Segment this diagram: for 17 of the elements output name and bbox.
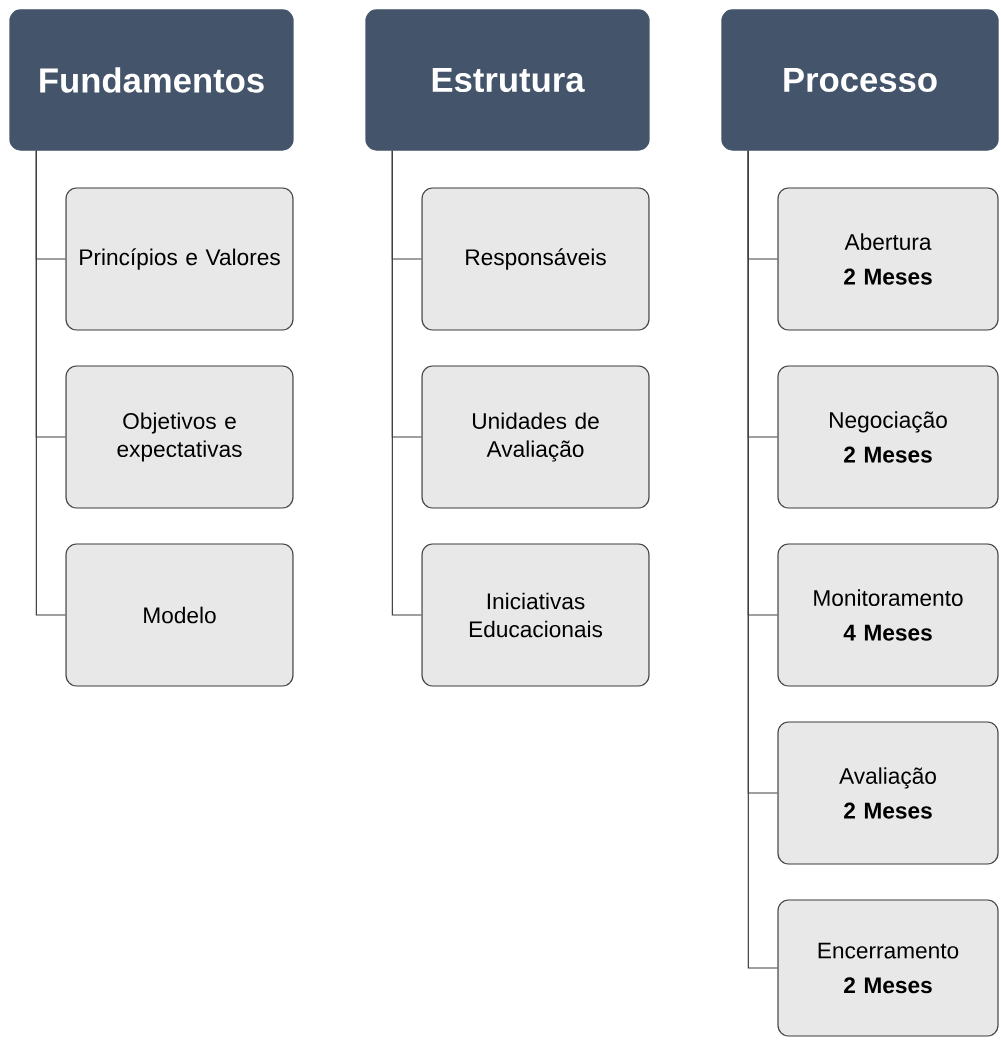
item-box: Responsáveis [421, 187, 650, 331]
item-box: Monitoramento 4 Meses [777, 543, 999, 687]
item-box: Princípios e Valores [65, 187, 294, 331]
item-box: Modelo [65, 543, 294, 687]
item-box: Iniciativas Educacionais [421, 543, 650, 687]
item-box: Objetivos e expectativas [65, 365, 294, 509]
connector-line [35, 150, 67, 616]
connector-line [747, 150, 778, 969]
header-box: Fundamentos [9, 9, 294, 151]
item-box: Negociação 2 Meses [777, 365, 999, 509]
item-box: Avaliação 2 Meses [777, 721, 999, 865]
item-box: Abertura 2 Meses [777, 187, 999, 331]
header-box: Processo [721, 9, 999, 151]
connector-line [391, 150, 423, 616]
header-box: Estrutura [365, 9, 650, 151]
item-box: Encerramento 2 Meses [777, 899, 999, 1037]
item-box: Unidades de Avaliação [421, 365, 650, 509]
